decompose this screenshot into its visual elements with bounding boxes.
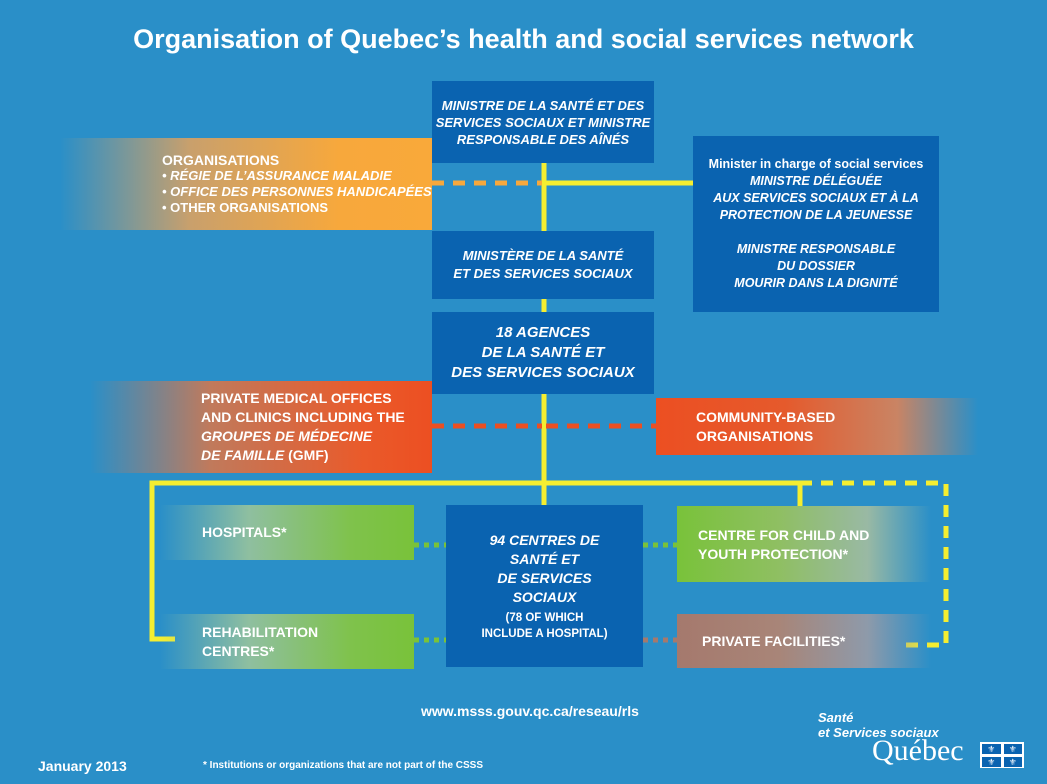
csss-line: SANTÉ ET [509, 550, 580, 567]
minister-social-box: Minister in charge of social services MI… [693, 136, 939, 312]
private-medical-line: AND CLINICS INCLUDING THE [201, 409, 405, 425]
rehab-box: REHABILITATION CENTRES* [160, 614, 414, 669]
organisations-box: ORGANISATIONS • RÉGIE DE L’ASSURANCE MAL… [60, 138, 432, 230]
ministre-line: MINISTRE DE LA SANTÉ ET DES [441, 97, 645, 113]
community-box: COMMUNITY-BASED ORGANISATIONS [656, 398, 978, 455]
logo-line3: Québec [872, 734, 964, 767]
ministere-line: ET DES SERVICES SOCIAUX [453, 266, 633, 281]
organisations-heading: ORGANISATIONS [162, 152, 280, 168]
private-facilities-box: PRIVATE FACILITIES* [677, 614, 931, 668]
agences-box: 18 AGENCES DE LA SANTÉ ET DES SERVICES S… [432, 312, 654, 394]
csss-line: DE SERVICES [497, 569, 592, 586]
ministere-line: MINISTÈRE DE LA SANTÉ [462, 248, 624, 263]
private-medical-line4: DE FAMILLE (GMF) [201, 446, 432, 465]
footnote: * Institutions or organizations that are… [203, 760, 484, 771]
logo-line2: et Services sociaux [818, 725, 939, 740]
website-url[interactable]: www.msss.gouv.qc.ca/reseau/rls [421, 703, 639, 719]
minister-social-line: PROTECTION DE LA JEUNESSE [719, 208, 913, 222]
private-medical-italic: DE FAMILLE [201, 447, 285, 463]
private-medical-line: GROUPES DE MÉDECINE [201, 428, 373, 444]
organisations-item: • OFFICE DES PERSONNES HANDICAPÉES [162, 184, 432, 199]
hospitals-box: HOSPITALS* [160, 505, 414, 560]
private-facilities-bracket-line [800, 480, 949, 648]
minister-social-line: MOURIR DANS LA DIGNITÉ [734, 276, 898, 290]
minister-social-line: MINISTRE DÉLÉGUÉE [750, 174, 882, 188]
community-line: COMMUNITY-BASED [696, 409, 836, 425]
community-line: ORGANISATIONS [696, 428, 814, 444]
date-label: January 2013 [38, 758, 127, 774]
minister-social-heading: Minister in charge of social services [708, 157, 924, 171]
private-medical-line: PRIVATE MEDICAL OFFICES [201, 390, 392, 406]
private-facilities-label: PRIVATE FACILITIES* [702, 633, 846, 649]
private-medical-rest: (GMF) [284, 447, 329, 463]
minister-social-line: MINISTRE RESPONSABLE [736, 242, 896, 256]
ministre-box: MINISTRE DE LA SANTÉ ET DES SERVICES SOC… [432, 81, 654, 163]
logo-line1: Santé [818, 710, 854, 725]
page-title: Organisation of Quebec’s health and soci… [133, 24, 914, 54]
csss-box: 94 CENTRES DE SANTÉ ET DE SERVICES SOCIA… [446, 505, 643, 667]
fleur-de-lis-flag-icon: ⚜ ⚜ ⚜ ⚜ [980, 742, 1024, 768]
ministere-box: MINISTÈRE DE LA SANTÉ ET DES SERVICES SO… [432, 231, 654, 299]
agences-line: DE LA SANTÉ ET [481, 344, 605, 361]
quebec-logo: Santé et Services sociaux Québec ⚜ ⚜ ⚜ ⚜ [818, 710, 1038, 776]
csss-note: INCLUDE A HOSPITAL) [481, 627, 608, 640]
child-youth-line: YOUTH PROTECTION* [698, 546, 849, 562]
bracket-line [149, 480, 803, 642]
csss-note: (78 OF WHICH [505, 611, 584, 624]
csss-line: 94 CENTRES DE [489, 531, 600, 548]
agences-line: DES SERVICES SOCIAUX [451, 364, 635, 381]
organisations-item: • OTHER ORGANISATIONS [162, 200, 329, 215]
minister-social-line: DU DOSSIER [777, 259, 855, 273]
minister-social-line: AUX SERVICES SOCIAUX ET À LA [713, 191, 919, 205]
child-youth-box: CENTRE FOR CHILD AND YOUTH PROTECTION* [677, 506, 931, 582]
hospitals-label: HOSPITALS* [202, 524, 287, 540]
rehab-line: CENTRES* [202, 643, 275, 659]
ministre-line: SERVICES SOCIAUX ET MINISTRE [435, 114, 651, 130]
organisations-item: • RÉGIE DE L’ASSURANCE MALADIE [162, 168, 392, 183]
ministre-line: RESPONSABLE DES AÎNÉS [456, 131, 630, 147]
child-youth-line: CENTRE FOR CHILD AND [698, 527, 870, 543]
rehab-line: REHABILITATION [202, 624, 319, 640]
private-medical-box: PRIVATE MEDICAL OFFICES AND CLINICS INCL… [90, 381, 432, 473]
csss-line: SOCIAUX [512, 588, 577, 605]
agences-line: 18 AGENCES [495, 324, 591, 341]
